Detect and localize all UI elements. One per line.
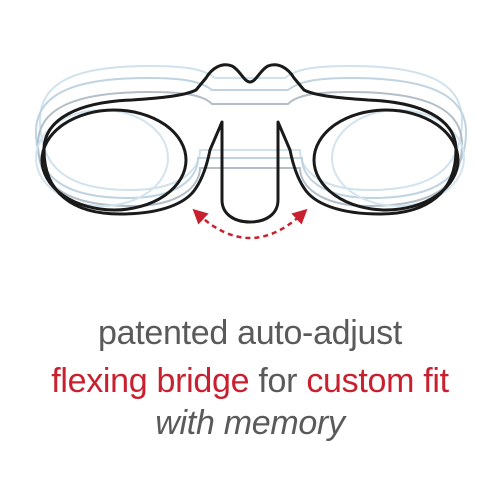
caption-line-2: flexing bridge for custom fit <box>0 362 500 401</box>
caption-text-flexing-bridge: flexing bridge <box>51 362 250 400</box>
lens-right <box>312 108 460 212</box>
glasses-illustration <box>34 63 468 240</box>
ghost-frame-middle <box>34 76 468 200</box>
ghost-frame-outer <box>38 64 464 192</box>
caption-line-1: patented auto-adjust <box>0 314 500 353</box>
flex-arrow-icon <box>192 208 308 240</box>
frame-main <box>42 63 458 224</box>
caption-text-for: for <box>249 362 307 400</box>
caption-text-with-memory: with memory <box>155 404 345 442</box>
caption-line-3: with memory <box>0 404 500 443</box>
caption-text-custom-fit: custom fit <box>306 362 449 400</box>
lens-left <box>40 108 188 212</box>
caption-text-patented: patented auto-adjust <box>97 314 403 352</box>
